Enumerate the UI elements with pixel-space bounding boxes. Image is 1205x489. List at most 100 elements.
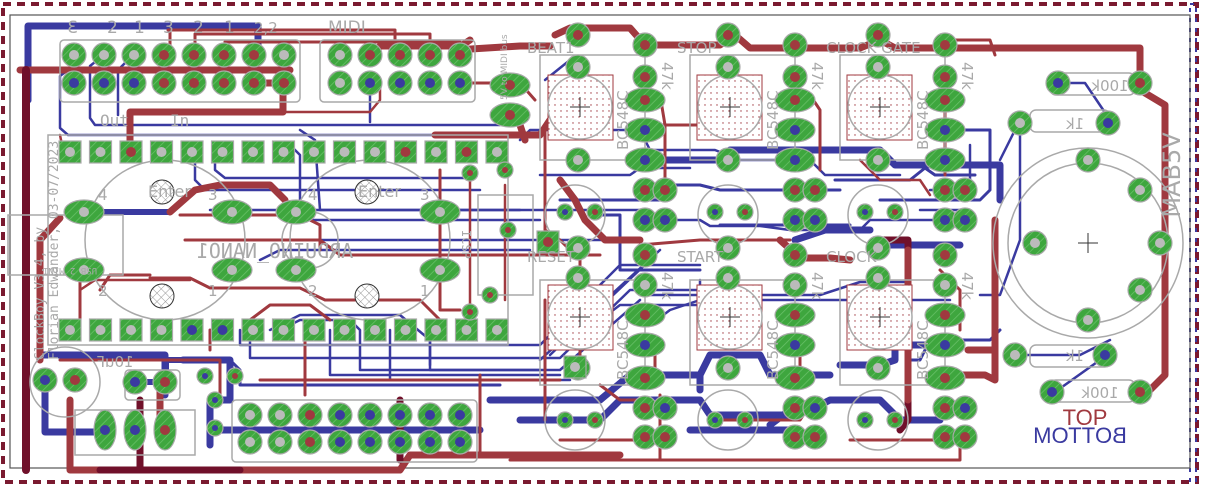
small-pad — [461, 164, 479, 182]
transistor-label-5: BC548C — [764, 320, 782, 380]
round-pad — [387, 70, 413, 96]
round-pad — [121, 70, 147, 96]
round-pad — [91, 70, 117, 96]
round-pad — [865, 147, 891, 173]
round-pad — [932, 177, 958, 203]
square-pad — [119, 140, 143, 164]
oval-pad — [624, 117, 666, 143]
round-pad — [417, 429, 443, 455]
small-pad — [706, 411, 724, 429]
round-pad — [1127, 177, 1153, 203]
round-pad — [565, 54, 591, 80]
header-num-22: 2,2 — [254, 19, 278, 37]
dimension-outline-bottom — [1189, 3, 1197, 483]
oval-pad — [924, 332, 966, 358]
round-pad — [802, 207, 828, 233]
round-pad — [1147, 230, 1173, 256]
round-pad — [782, 207, 808, 233]
square-pad — [302, 140, 326, 164]
small-pad — [196, 367, 214, 385]
small-pad — [886, 203, 904, 221]
round-pad — [782, 395, 808, 421]
clock-gate-label: CLOCK GATE — [826, 39, 921, 57]
round-pad — [1075, 307, 1101, 333]
round-pad — [565, 147, 591, 173]
oval-pad — [774, 87, 816, 113]
resistor-47k-1: 47k — [658, 62, 676, 90]
oval-pad — [489, 102, 531, 128]
beat1-label: BEAT1 — [527, 39, 575, 57]
round-pad — [1022, 230, 1048, 256]
resistor-47k-4: 47k — [658, 272, 676, 300]
oval-pad — [211, 257, 253, 283]
icsp-label: ICSP — [459, 230, 473, 259]
oval-pad — [924, 365, 966, 391]
oval-pad — [489, 72, 531, 98]
enc-b-num-3: 3 — [420, 186, 430, 204]
round-pad — [297, 429, 323, 455]
round-pad — [652, 424, 678, 450]
square-pad — [88, 140, 113, 164]
round-pad — [61, 70, 87, 96]
round-pad — [61, 42, 87, 68]
round-pad — [1092, 342, 1118, 368]
small-pad — [736, 411, 754, 429]
round-pad — [447, 429, 473, 455]
arduino-label: ARDUINO_NANO1 — [197, 239, 354, 263]
enc-a-num-4: 4 — [98, 186, 108, 204]
oval-pad — [924, 302, 966, 328]
round-pad — [782, 272, 808, 298]
header-num-3b: 3 — [163, 18, 174, 38]
oval-pad — [63, 199, 105, 225]
round-pad — [447, 402, 473, 428]
reset-label: RESET — [527, 248, 576, 266]
round-pad — [1007, 110, 1033, 136]
round-pad — [357, 70, 383, 96]
oval-pad — [275, 199, 317, 225]
square-pad — [393, 318, 418, 342]
round-pad — [932, 242, 958, 268]
round-pad — [387, 42, 413, 68]
midi-header-label: MIDI — [328, 18, 366, 38]
oval-pad — [419, 257, 461, 283]
round-pad — [865, 54, 891, 80]
transistor-label-4: BC548C — [614, 320, 632, 380]
in-label: In — [170, 111, 189, 130]
round-pad — [782, 177, 808, 203]
round-pad — [932, 207, 958, 233]
small-pad — [586, 411, 604, 429]
enc-b-num-1: 1 — [420, 282, 430, 300]
square-pad — [88, 318, 113, 342]
round-pad — [91, 42, 117, 68]
mounting-holes — [149, 179, 380, 309]
square-pad — [241, 140, 265, 164]
board-edge — [9, 14, 1191, 469]
small-pad — [856, 203, 874, 221]
square-pad — [180, 140, 204, 164]
round-pad — [802, 395, 828, 421]
small-pad — [736, 203, 754, 221]
square-pad — [332, 318, 357, 342]
res-100k-bottom: 100k — [1081, 384, 1119, 402]
oval-pad — [419, 199, 461, 225]
square-pad — [424, 318, 448, 342]
round-pad — [237, 429, 263, 455]
enc-a-num-1: 1 — [208, 282, 218, 300]
cap-label: 10uF — [96, 353, 133, 371]
transistor-label-6: BC548C — [914, 320, 932, 380]
square-pad — [210, 318, 235, 342]
round-pad — [241, 42, 267, 68]
round-pad — [447, 70, 473, 96]
resistor-47k-6: 47k — [958, 272, 976, 300]
round-pad — [417, 70, 443, 96]
header-num-3a: 3 — [67, 18, 78, 38]
square-pad — [363, 318, 387, 342]
round-pad — [865, 235, 891, 261]
round-pad — [715, 355, 741, 381]
square-pad — [424, 140, 448, 164]
transistor-label-3: BC548C — [914, 90, 932, 150]
round-pad — [181, 70, 207, 96]
square-pad — [302, 318, 326, 342]
round-pad — [1039, 379, 1065, 405]
stop-label: STOP — [677, 39, 717, 57]
